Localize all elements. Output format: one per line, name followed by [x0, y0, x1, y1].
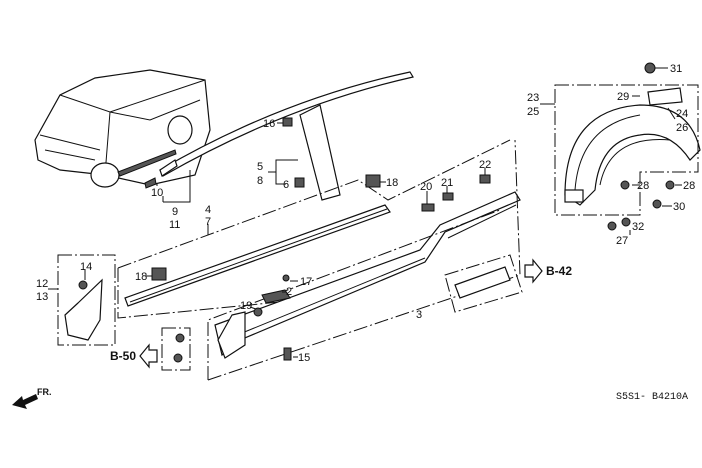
- label-14: 14: [80, 261, 92, 273]
- front-mudguard: [64, 278, 103, 341]
- label-21: 21: [441, 177, 453, 189]
- label-4: 4: [205, 204, 211, 216]
- label-22: 22: [479, 159, 491, 171]
- label-17: 17: [300, 276, 312, 288]
- label-5: 5: [257, 161, 263, 173]
- front-arrow: FR.: [12, 387, 52, 409]
- ref-b50[interactable]: B-50: [110, 343, 158, 369]
- label-32: 32: [632, 221, 644, 233]
- ref-b42-label[interactable]: B-42: [546, 264, 572, 278]
- front-arrow-icon: [12, 394, 38, 409]
- label-30: 30: [673, 201, 685, 213]
- label-8: 8: [257, 175, 263, 187]
- label-27: 27: [616, 235, 628, 247]
- roof-molding: [159, 71, 414, 177]
- label-29: 29: [617, 91, 629, 103]
- label-31: 31: [670, 63, 682, 75]
- ref-b50-label[interactable]: B-50: [110, 349, 136, 363]
- label-23: 23: [527, 92, 539, 104]
- label-10: 10: [151, 187, 163, 199]
- label-25: 25: [527, 106, 539, 118]
- pillar-garnish: [299, 104, 341, 201]
- label-15: 15: [298, 352, 310, 364]
- label-24: 24: [676, 108, 688, 120]
- ref-b42[interactable]: B-42: [524, 258, 572, 284]
- label-11: 11: [169, 219, 180, 231]
- clips: [78, 62, 675, 363]
- label-19: 19: [240, 300, 252, 312]
- label-28b: 28: [683, 180, 695, 192]
- label-12: 12: [36, 278, 48, 290]
- label-6: 6: [283, 179, 289, 191]
- label-3: 3: [416, 309, 422, 321]
- label-18-top: 18: [386, 177, 398, 189]
- label-28a: 28: [637, 180, 649, 192]
- fender-liner: [554, 84, 701, 216]
- front-label: FR.: [37, 387, 52, 397]
- type-r-emblem: [444, 254, 523, 313]
- label-2: 2: [286, 286, 292, 298]
- label-16: 16: [263, 118, 275, 130]
- rear-mudguard: [217, 311, 246, 359]
- label-26: 26: [676, 122, 688, 134]
- label-7: 7: [205, 216, 211, 228]
- label-20: 20: [420, 181, 432, 193]
- label-9: 9: [172, 206, 178, 218]
- label-13: 13: [36, 291, 48, 303]
- car-illustration: [34, 69, 211, 188]
- part-labels: 31 23 25 29 24 26 28 28 30 32 27 22 21 2…: [36, 63, 695, 364]
- diagram-code: S5S1- B4210A: [616, 392, 688, 403]
- label-18-bottom: 18: [135, 271, 147, 283]
